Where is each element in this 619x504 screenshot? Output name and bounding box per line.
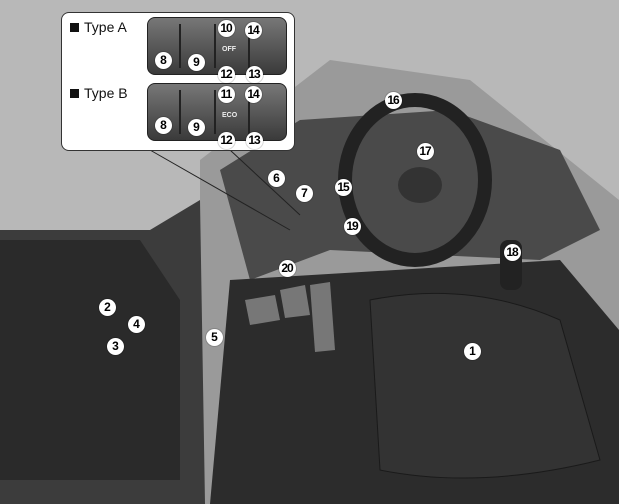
callout-13-type-b: 13 [245,131,263,149]
type-b-text: Type B [84,85,128,101]
callout-20: 20 [278,259,296,277]
pedal [245,295,280,325]
callout-1: 1 [463,342,481,360]
type-a-label: Type A [70,19,127,35]
off-text: OFF [222,46,236,53]
seat [369,292,601,479]
callout-18: 18 [503,243,521,261]
callout-14-type-b: 14 [244,85,262,103]
eco-text: ECO [222,112,238,119]
callout-9-type-a: 9 [187,53,205,71]
callout-9-type-b: 9 [187,118,205,136]
type-b-label: Type B [70,85,128,101]
switch-panel-type-b: ECO [147,83,287,141]
callout-11: 11 [217,85,235,103]
callout-15: 15 [334,178,352,196]
type-a-text: Type A [84,19,127,35]
callout-10: 10 [217,19,235,37]
callout-14-type-a: 14 [244,21,262,39]
callout-17: 17 [416,142,434,160]
callout-4: 4 [127,315,145,333]
callout-2: 2 [98,298,116,316]
callout-8-type-a: 8 [154,51,172,69]
callout-19: 19 [343,217,361,235]
callout-16: 16 [384,91,402,109]
callout-12-type-a: 12 [217,65,235,83]
callout-8-type-b: 8 [154,116,172,134]
callout-7: 7 [295,184,313,202]
callout-13-type-a: 13 [245,65,263,83]
callout-5: 5 [205,328,223,346]
callout-12-type-b: 12 [217,131,235,149]
callout-3: 3 [106,337,124,355]
callout-6: 6 [267,169,285,187]
